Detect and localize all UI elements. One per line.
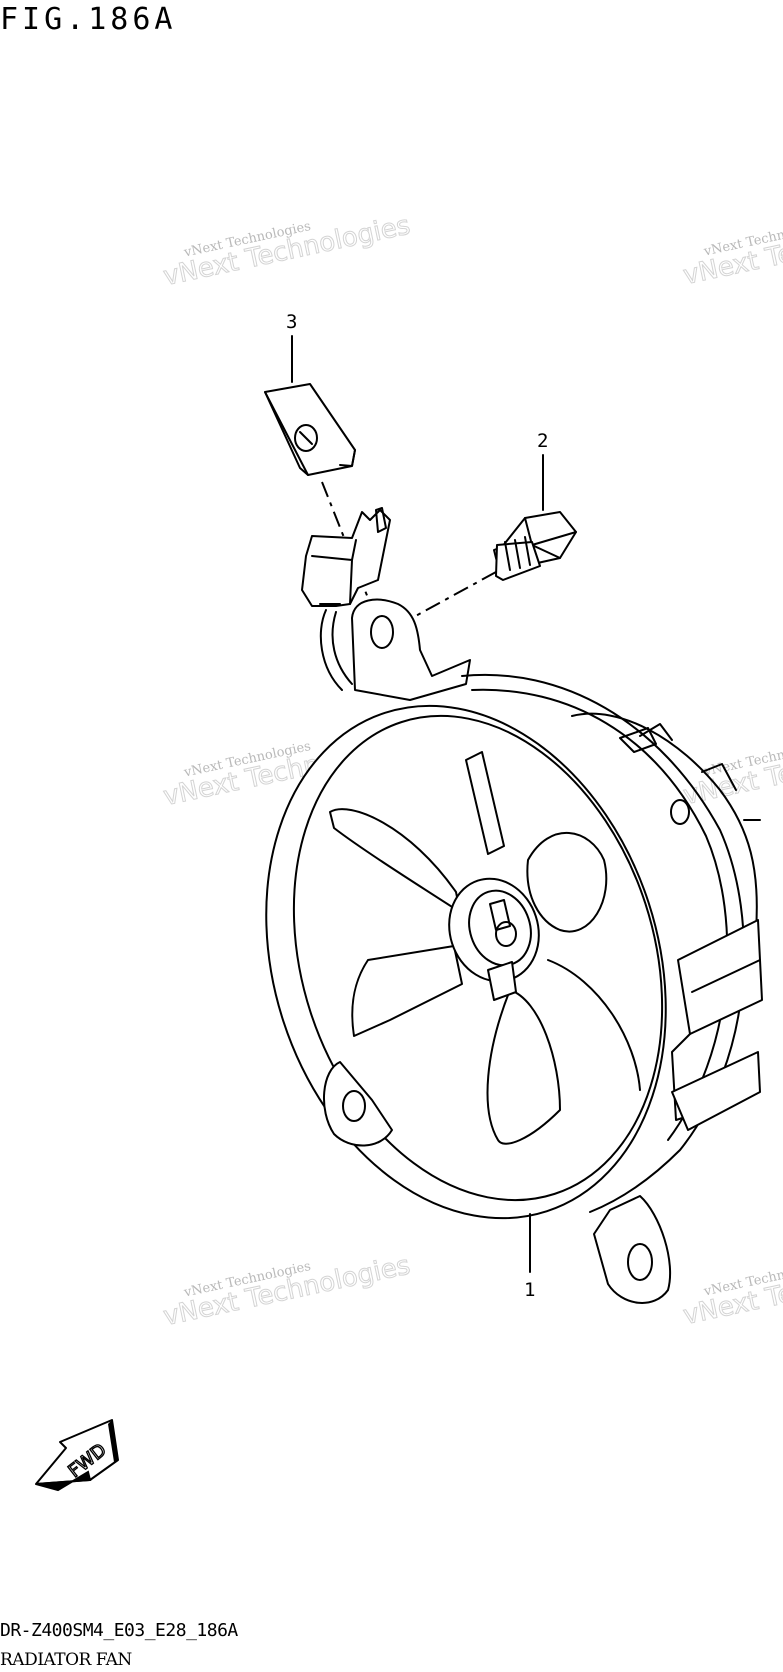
assembly-line-bolt: [411, 571, 497, 619]
part-3-clip: [264, 383, 356, 476]
part-1-radiator-fan: [265, 507, 763, 1304]
footer-figure-name: RADIATOR FAN: [0, 1650, 132, 1670]
fwd-arrow: FWD: [35, 1419, 119, 1492]
callout-3-label: 3: [286, 311, 297, 333]
part-2-bolt: [493, 511, 577, 581]
callout-1-label: 1: [524, 1279, 535, 1301]
figure-title: FIG.186A: [0, 2, 177, 37]
footer-drawing-code: DR-Z400SM4_E03_E28_186A: [0, 1620, 238, 1641]
callout-2-label: 2: [537, 430, 548, 452]
